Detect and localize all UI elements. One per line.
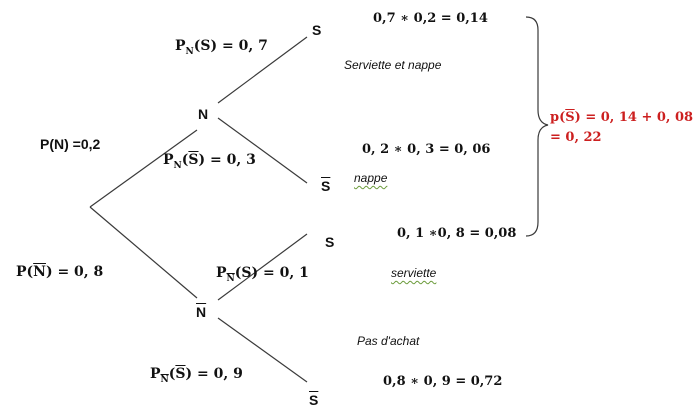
branch-root-to-n <box>89 129 198 208</box>
branch-n-to-s <box>217 36 308 104</box>
result-line-2: = 0, 22 <box>550 130 602 145</box>
result-line-1: p(S) = 0, 14 + 0, 08 <box>550 110 693 125</box>
prob-n: P(N) =0,2 <box>40 136 101 152</box>
node-s-bar-bottom: S <box>309 392 319 408</box>
branch-nbar-to-s <box>217 233 308 301</box>
calc-serviette: 0, 1 ∗0, 8 = 0,08 <box>397 226 517 241</box>
outcome-nappe: nappe <box>354 171 388 185</box>
curly-brace <box>525 16 549 237</box>
node-s-low: S <box>325 234 335 250</box>
prob-s-given-n-bar: PN(S) = 0, 1 <box>216 265 309 284</box>
branch-nbar-to-sbar <box>217 317 308 383</box>
node-n-bar: N <box>196 304 207 320</box>
branch-root-to-nbar <box>89 206 198 299</box>
outcome-serviette-et-nappe: Serviette et nappe <box>344 58 442 72</box>
outcome-serviette: serviette <box>391 266 437 280</box>
outcome-pas-d-achat: Pas d'achat <box>357 334 420 348</box>
prob-s-bar-given-n: PN(S) = 0, 3 <box>163 152 256 171</box>
calc-pas-d-achat: 0,8 ∗ 0, 9 = 0,72 <box>383 374 503 389</box>
node-n: N <box>198 106 209 122</box>
node-s-top: S <box>312 22 322 38</box>
node-s-bar-mid: S <box>321 178 331 194</box>
calc-serviette-et-nappe: 0,7 ∗ 0,2 = 0,14 <box>373 11 488 26</box>
prob-s-bar-given-n-bar: PN(S) = 0, 9 <box>150 366 243 385</box>
branch-n-to-sbar <box>217 117 308 184</box>
result-probability-s: p(S) = 0, 14 + 0, 08 = 0, 22 <box>550 108 693 148</box>
calc-nappe: 0, 2 ∗ 0, 3 = 0, 06 <box>362 142 491 157</box>
prob-s-given-n: PN(S) = 0, 7 <box>175 38 268 57</box>
prob-n-bar: P(N) = 0, 8 <box>16 264 104 280</box>
